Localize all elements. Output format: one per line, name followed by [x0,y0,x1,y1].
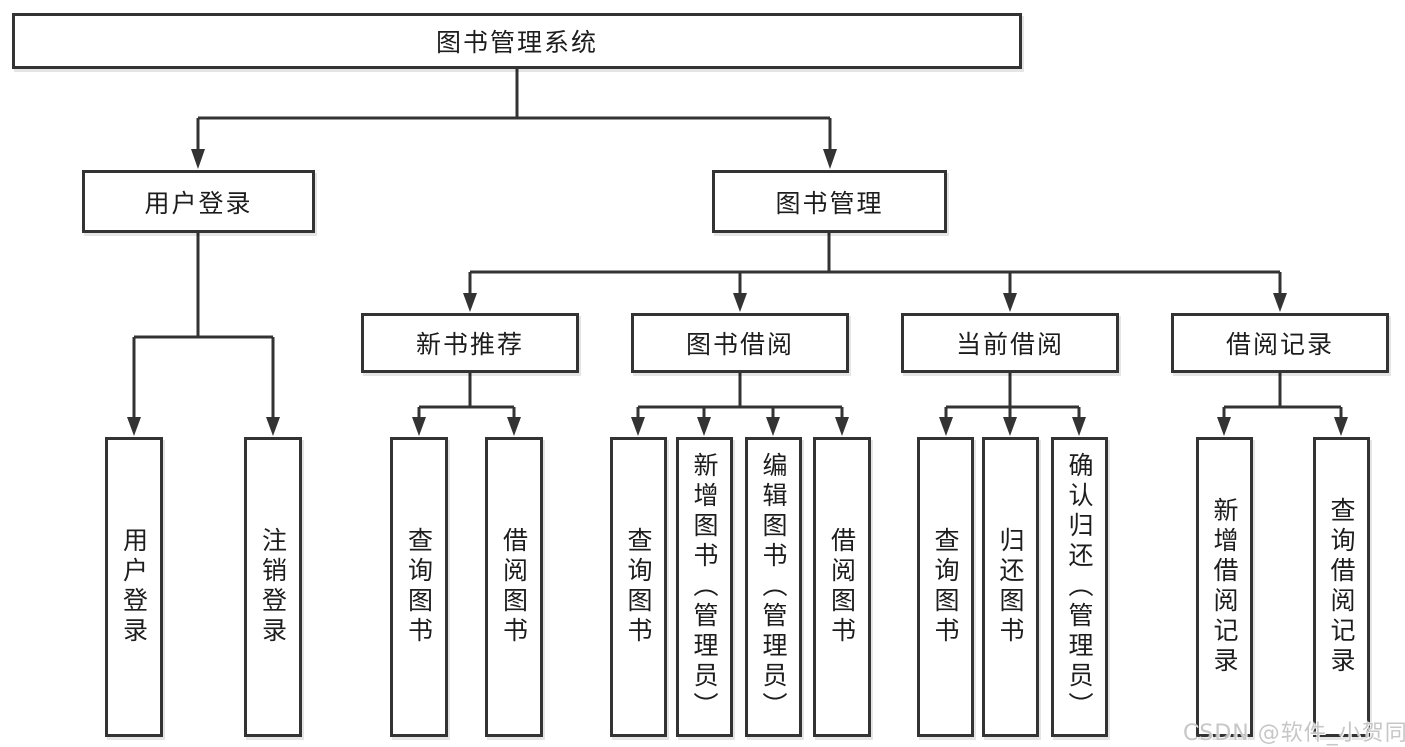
arrowhead [835,417,849,436]
arrowhead [697,417,711,436]
leaf-return-book: 归还图书 [982,437,1039,737]
leaf-confirm-return-admin: 确认归还（管理员） [1051,437,1108,737]
node-label: 编辑图书（管理员） [759,452,788,722]
node-book-borrow: 图书借阅 [631,313,849,373]
node-label: 图书管理系统 [435,28,598,57]
csdn-watermark: CSDN @软件_小贺同学 [1183,721,1405,746]
node-current-borrow: 当前借阅 [901,313,1119,373]
node-label: 新增图书（管理员） [690,452,719,722]
arrowhead [1072,417,1086,436]
arrowhead [1334,417,1348,436]
arrowhead [631,417,645,436]
arrowhead [766,417,780,436]
leaf-borrow-books-recommend: 借阅图书 [485,437,543,737]
node-label: 查询图书 [404,527,434,647]
arrowhead [733,293,747,312]
node-label: 图书管理 [775,188,884,218]
arrowhead [412,417,426,436]
leaf-logout: 注销登录 [244,437,302,737]
arrowhead [127,417,141,436]
node-user-login: 用户登录 [82,170,315,233]
node-label: 用户登录 [144,188,253,218]
leaf-add-book-admin: 新增图书（管理员） [676,437,733,737]
node-label: 借阅图书 [499,527,529,647]
node-label: 新书推荐 [415,330,524,359]
leaf-edit-book-admin: 编辑图书（管理员） [745,437,802,737]
arrowhead [1003,293,1017,312]
node-label: 借阅记录 [1225,330,1334,359]
node-label: 确认归还（管理员） [1065,452,1094,722]
node-new-book-recommend: 新书推荐 [361,313,579,373]
arrowhead [1217,417,1231,436]
node-root-system: 图书管理系统 [12,13,1022,69]
node-label: 借阅图书 [827,527,857,647]
arrowhead [463,293,477,312]
leaf-query-borrow-record: 查询借阅记录 [1313,437,1370,737]
node-book-management: 图书管理 [712,170,947,233]
arrowhead [1273,293,1287,312]
leaf-borrow-books: 借阅图书 [813,437,871,737]
leaf-query-books-recommend: 查询图书 [390,437,448,737]
arrowhead [266,417,280,436]
node-label: 注销登录 [258,527,288,647]
node-label: 归还图书 [996,527,1025,647]
node-label: 用户登录 [119,527,149,647]
leaf-query-books-current: 查询图书 [917,437,974,737]
node-label: 图书借阅 [685,330,794,359]
node-label: 查询图书 [931,527,960,647]
leaf-query-books-borrow: 查询图书 [610,437,667,737]
arrowhead [823,149,837,169]
node-label: 查询借阅记录 [1327,497,1356,677]
node-borrow-records: 借阅记录 [1171,313,1389,373]
node-label: 新增借阅记录 [1210,497,1239,677]
arrowhead [1003,417,1017,436]
arrowhead [939,417,953,436]
arrowhead [507,417,521,436]
node-label: 当前借阅 [955,330,1064,359]
node-label: 查询图书 [624,527,653,647]
leaf-add-borrow-record: 新增借阅记录 [1196,437,1253,737]
leaf-user-login: 用户登录 [105,437,163,737]
arrowhead [191,149,205,169]
